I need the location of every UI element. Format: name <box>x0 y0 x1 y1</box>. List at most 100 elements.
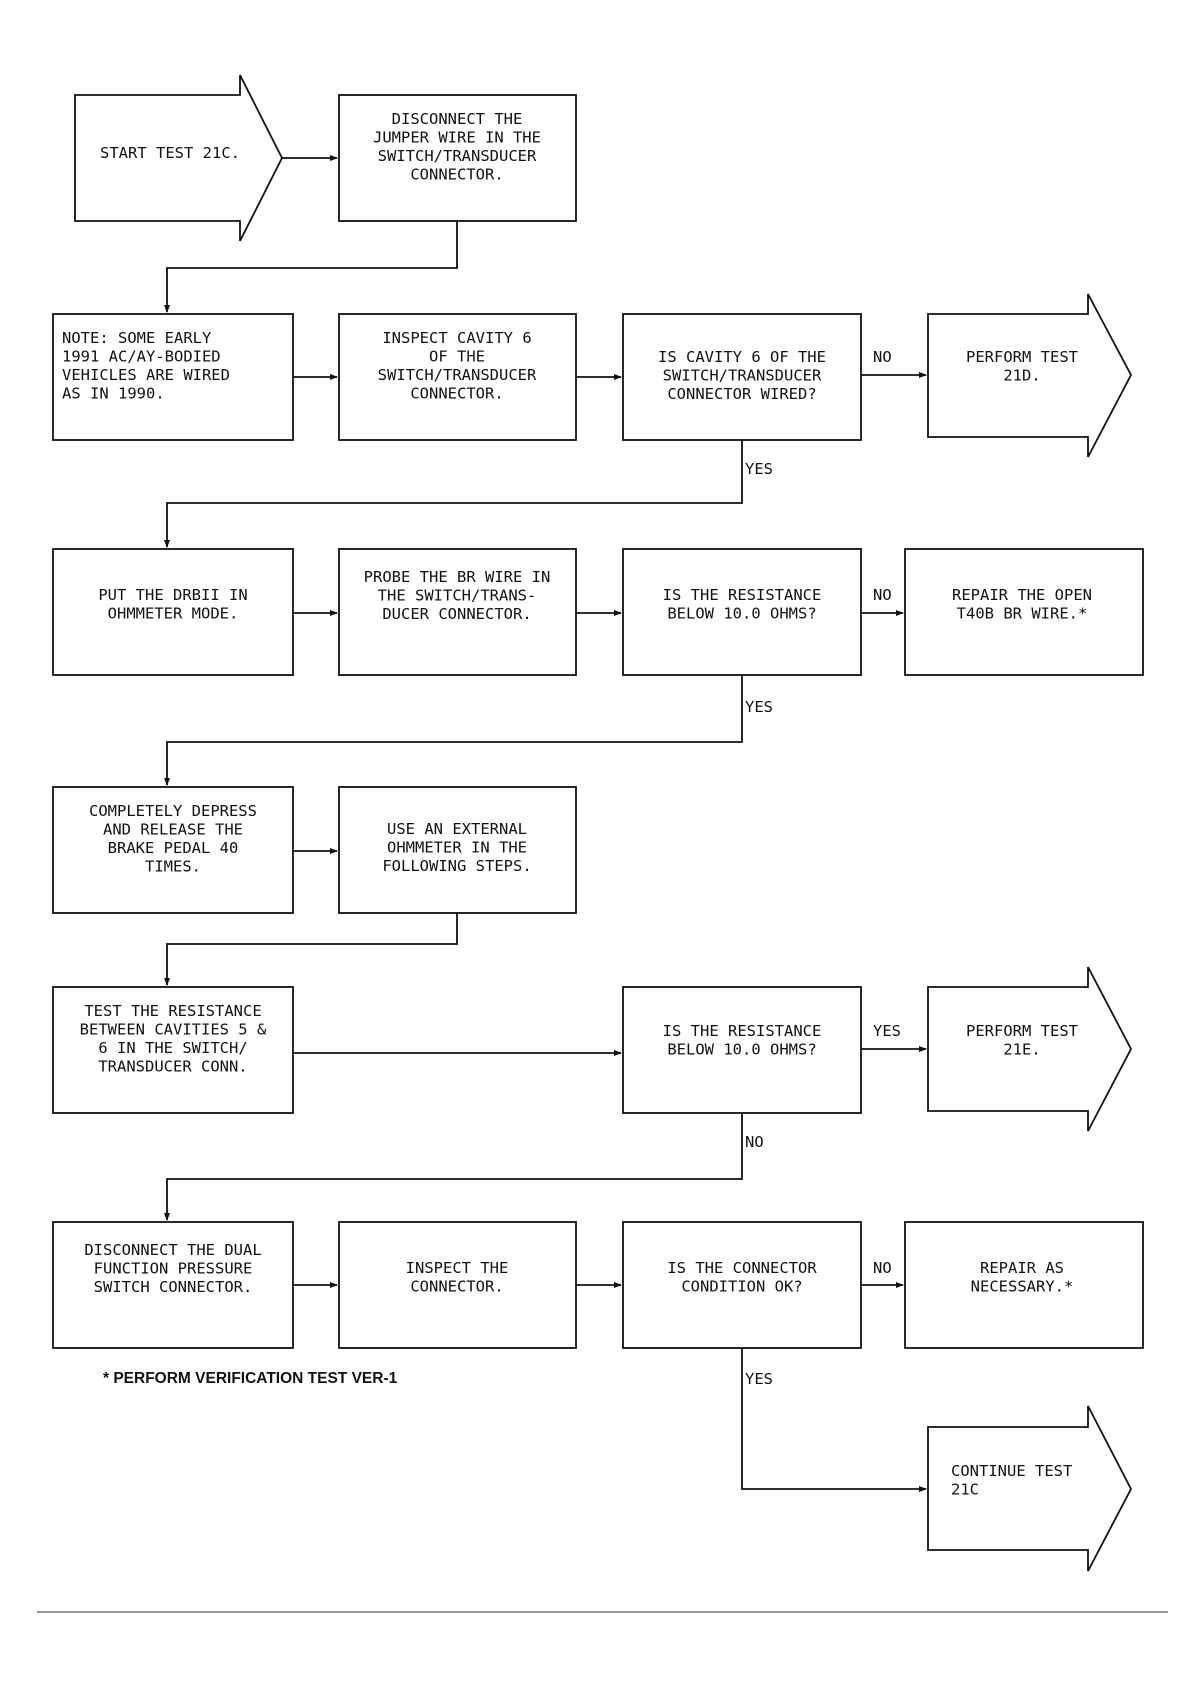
text-line: OF THE <box>429 348 485 366</box>
text-line: PERFORM TEST <box>966 348 1078 366</box>
decision-connector-ok-box <box>622 1221 862 1349</box>
label-no-cavity: NO <box>873 348 892 366</box>
text-line: FOLLOWING STEPS. <box>382 857 531 875</box>
text-line: OHMMETER IN THE <box>387 839 527 857</box>
label-yes-resistance-2: YES <box>873 1022 901 1040</box>
disconnect-jumper-box <box>338 94 577 222</box>
text-line: OHMMETER MODE. <box>108 605 239 623</box>
text-line: CONNECTOR. <box>410 1278 503 1296</box>
perform-test-21e-arrow <box>927 966 1133 1132</box>
text-line: AS IN 1990. <box>62 385 165 403</box>
text-line: BELOW 10.0 OHMS? <box>667 605 816 623</box>
text-line: REPAIR THE OPEN <box>952 586 1092 604</box>
text-line: THE SWITCH/TRANS- <box>378 587 537 605</box>
text-line: TRANSDUCER CONN. <box>98 1058 247 1076</box>
text-line: DISCONNECT THE DUAL <box>84 1241 261 1259</box>
text-line: CONTINUE TEST <box>951 1462 1072 1480</box>
depress-pedal-box <box>52 786 294 914</box>
test-cavities-box <box>52 986 294 1114</box>
text-line: FUNCTION PRESSURE <box>94 1260 253 1278</box>
text-line: AND RELEASE THE <box>103 821 243 839</box>
text-line: SWITCH/TRANSDUCER <box>378 366 537 384</box>
text-line: NECESSARY.* <box>971 1278 1074 1296</box>
text-line: TEST THE RESISTANCE <box>84 1002 261 1020</box>
text-line: 6 IN THE SWITCH/ <box>98 1039 247 1057</box>
text-line: CONNECTOR. <box>410 166 503 184</box>
text-line: DISCONNECT THE <box>392 110 523 128</box>
text-line: T40B BR WIRE.* <box>957 605 1088 623</box>
text-line: 21C <box>951 1481 979 1499</box>
text-line: VEHICLES ARE WIRED <box>62 366 230 384</box>
label-no-connector: NO <box>873 1259 892 1277</box>
decision-cavity-wired-box <box>622 313 862 441</box>
text-line: BRAKE PEDAL 40 <box>108 839 239 857</box>
start-test-text: START TEST 21C. <box>100 144 240 162</box>
continue-test-21c-arrow <box>927 1405 1133 1572</box>
text-line: CONNECTOR WIRED? <box>667 385 816 403</box>
text-line: BELOW 10.0 OHMS? <box>667 1041 816 1059</box>
text-line: 21E. <box>1003 1041 1040 1059</box>
text-line: INSPECT THE <box>406 1259 509 1277</box>
decision-resistance-1-box <box>622 548 862 676</box>
text-line: PROBE THE BR WIRE IN <box>364 568 551 586</box>
text-line: PUT THE DRBII IN <box>98 586 247 604</box>
label-no-resistance-2: NO <box>745 1133 764 1151</box>
text-line: USE AN EXTERNAL <box>387 820 527 838</box>
text-line: CONDITION OK? <box>681 1278 802 1296</box>
text-line: INSPECT CAVITY 6 <box>382 329 531 347</box>
start-test-21c-arrow <box>74 74 284 242</box>
text-line: BETWEEN CAVITIES 5 & <box>80 1021 267 1039</box>
text-line: IS CAVITY 6 OF THE <box>658 348 826 366</box>
put-drbii-box <box>52 548 294 676</box>
text-line: IS THE CONNECTOR <box>667 1259 817 1277</box>
inspect-connector-box <box>338 1221 577 1349</box>
repair-as-necessary-box <box>904 1221 1144 1349</box>
repair-open-box <box>904 548 1144 676</box>
text-line: REPAIR AS <box>980 1259 1064 1277</box>
perform-test-21d-arrow <box>927 293 1133 458</box>
label-yes-resistance-1: YES <box>745 698 773 716</box>
text-line: IS THE RESISTANCE <box>663 586 822 604</box>
connector-res2-no-to-dual <box>164 1113 743 1221</box>
text-line: CONNECTOR. <box>410 385 503 403</box>
text-line: 1991 AC/AY-BODIED <box>62 348 221 366</box>
footnote: * PERFORM VERIFICATION TEST VER-1 <box>103 1370 398 1387</box>
probe-br-wire-box <box>338 548 577 676</box>
text-line: TIMES. <box>145 858 201 876</box>
text-line: IS THE RESISTANCE <box>663 1022 822 1040</box>
connector-ok-yes-to-continue <box>741 1348 927 1492</box>
text-line: JUMPER WIRE IN THE <box>373 129 541 147</box>
text-line: COMPLETELY DEPRESS <box>89 802 257 820</box>
label-yes-cavity: YES <box>745 460 773 478</box>
connector-cavity-yes-to-drbii <box>164 440 743 548</box>
label-no-resistance-1: NO <box>873 586 892 604</box>
text-line: SWITCH CONNECTOR. <box>94 1278 253 1296</box>
text-line: NOTE: SOME EARLY <box>62 329 212 347</box>
decision-resistance-2-box <box>622 986 862 1114</box>
text-line: DUCER CONNECTOR. <box>382 605 531 623</box>
text-line: START TEST 21C. <box>100 144 240 162</box>
disconnect-dual-box <box>52 1221 294 1349</box>
label-yes-connector: YES <box>745 1370 773 1388</box>
external-ohmmeter-box <box>338 786 577 914</box>
text-line: SWITCH/TRANSDUCER <box>663 367 822 385</box>
text-line: PERFORM TEST <box>966 1022 1078 1040</box>
